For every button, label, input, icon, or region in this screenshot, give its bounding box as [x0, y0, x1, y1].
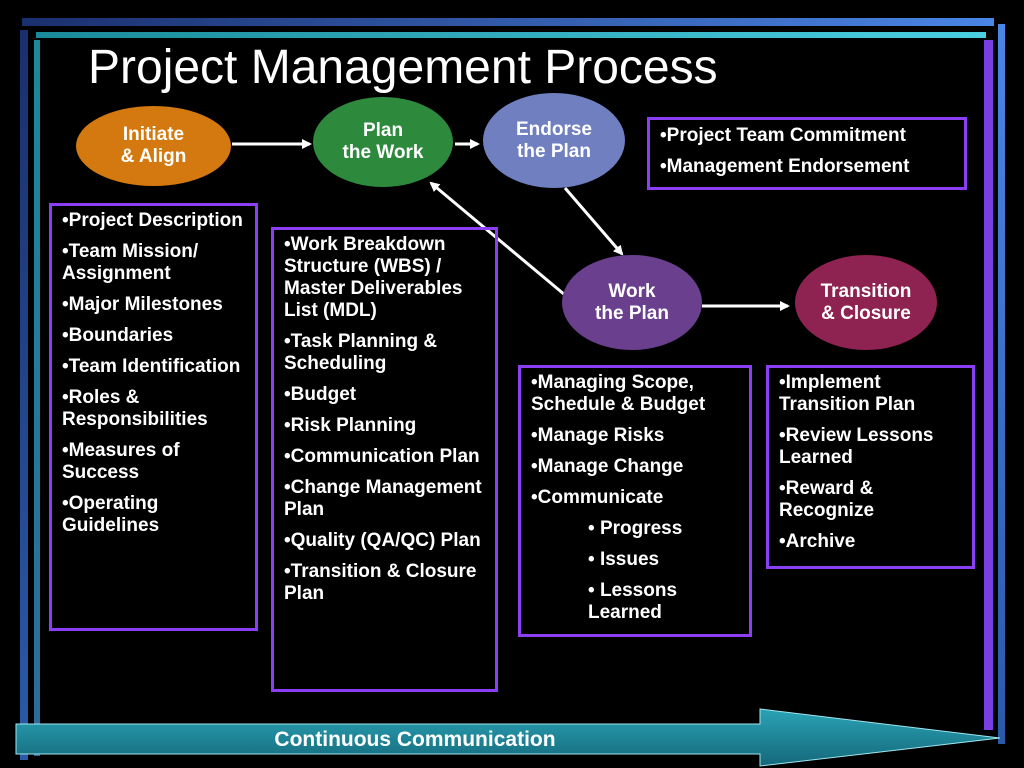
frame-bar-left	[20, 30, 28, 760]
list-item: Team Mission/ Assignment	[62, 241, 247, 285]
list-item: Communicate	[531, 487, 741, 509]
list-item: Review Lessons Learned	[779, 425, 964, 469]
list-item: Project Team Commitment	[660, 125, 956, 147]
list-item: Major Milestones	[62, 294, 247, 316]
list-item: Change Management Plan	[284, 477, 487, 521]
list-item: Roles & Responsibilities	[62, 387, 247, 431]
page-title: Project Management Process	[88, 41, 718, 94]
plan-box: Work Breakdown Structure (WBS) / Master …	[271, 227, 498, 692]
frame-bar-right-outer	[998, 24, 1005, 744]
list-item: Task Planning & Scheduling	[284, 331, 487, 375]
stage-work: Work the Plan	[562, 255, 702, 350]
frame-bar-right	[984, 40, 993, 730]
list-subitem: Lessons Learned	[531, 580, 741, 624]
list-item: Risk Planning	[284, 415, 487, 437]
frame-bar-top	[22, 18, 994, 26]
list-item: Measures of Success	[62, 440, 247, 484]
list-item: Reward & Recognize	[779, 478, 964, 522]
list-item: Manage Change	[531, 456, 741, 478]
list-item: Management Endorsement	[660, 156, 956, 178]
stage-transition-label: Transition & Closure	[820, 280, 912, 324]
list-item: Quality (QA/QC) Plan	[284, 530, 487, 552]
stage-initiate-label: Initiate & Align	[120, 124, 187, 167]
list-item: Archive	[779, 531, 964, 553]
list-item: Boundaries	[62, 325, 247, 347]
frame-bar-left-inner	[34, 40, 40, 756]
initiate-box: Project Description Team Mission/ Assign…	[49, 203, 258, 631]
footer-label: Continuous Communication	[274, 728, 556, 751]
stage-plan: Plan the Work	[313, 97, 453, 187]
arrow-work-to-plan	[429, 181, 575, 304]
transition-box: Implement Transition Plan Review Lessons…	[766, 365, 975, 569]
list-item: Implement Transition Plan	[779, 372, 964, 416]
frame-bar-top-inner	[36, 32, 986, 38]
list-item: Project Description	[62, 210, 247, 232]
endorse-box: Project Team Commitment Management Endor…	[647, 117, 967, 190]
list-item: Work Breakdown Structure (WBS) / Master …	[284, 234, 487, 322]
stage-initiate: Initiate & Align	[76, 106, 231, 186]
arrow-endorse-to-work	[563, 187, 624, 256]
list-item: Transition & Closure Plan	[284, 561, 487, 605]
list-subitem: Issues	[531, 549, 741, 571]
list-subitem: Progress	[531, 518, 741, 540]
list-item: Communication Plan	[284, 446, 487, 468]
list-item: Team Identification	[62, 356, 247, 378]
stage-plan-label: Plan the Work	[342, 120, 424, 163]
stage-endorse-label: Endorse the Plan	[515, 118, 593, 162]
list-item: Manage Risks	[531, 425, 741, 447]
list-item: Managing Scope, Schedule & Budget	[531, 372, 741, 416]
stage-transition: Transition & Closure	[795, 255, 937, 350]
list-item: Operating Guidelines	[62, 493, 247, 537]
work-box: Managing Scope, Schedule & Budget Manage…	[518, 365, 752, 637]
stage-endorse: Endorse the Plan	[483, 93, 625, 188]
stage-work-label: Work the Plan	[595, 280, 669, 324]
list-item: Budget	[284, 384, 487, 406]
